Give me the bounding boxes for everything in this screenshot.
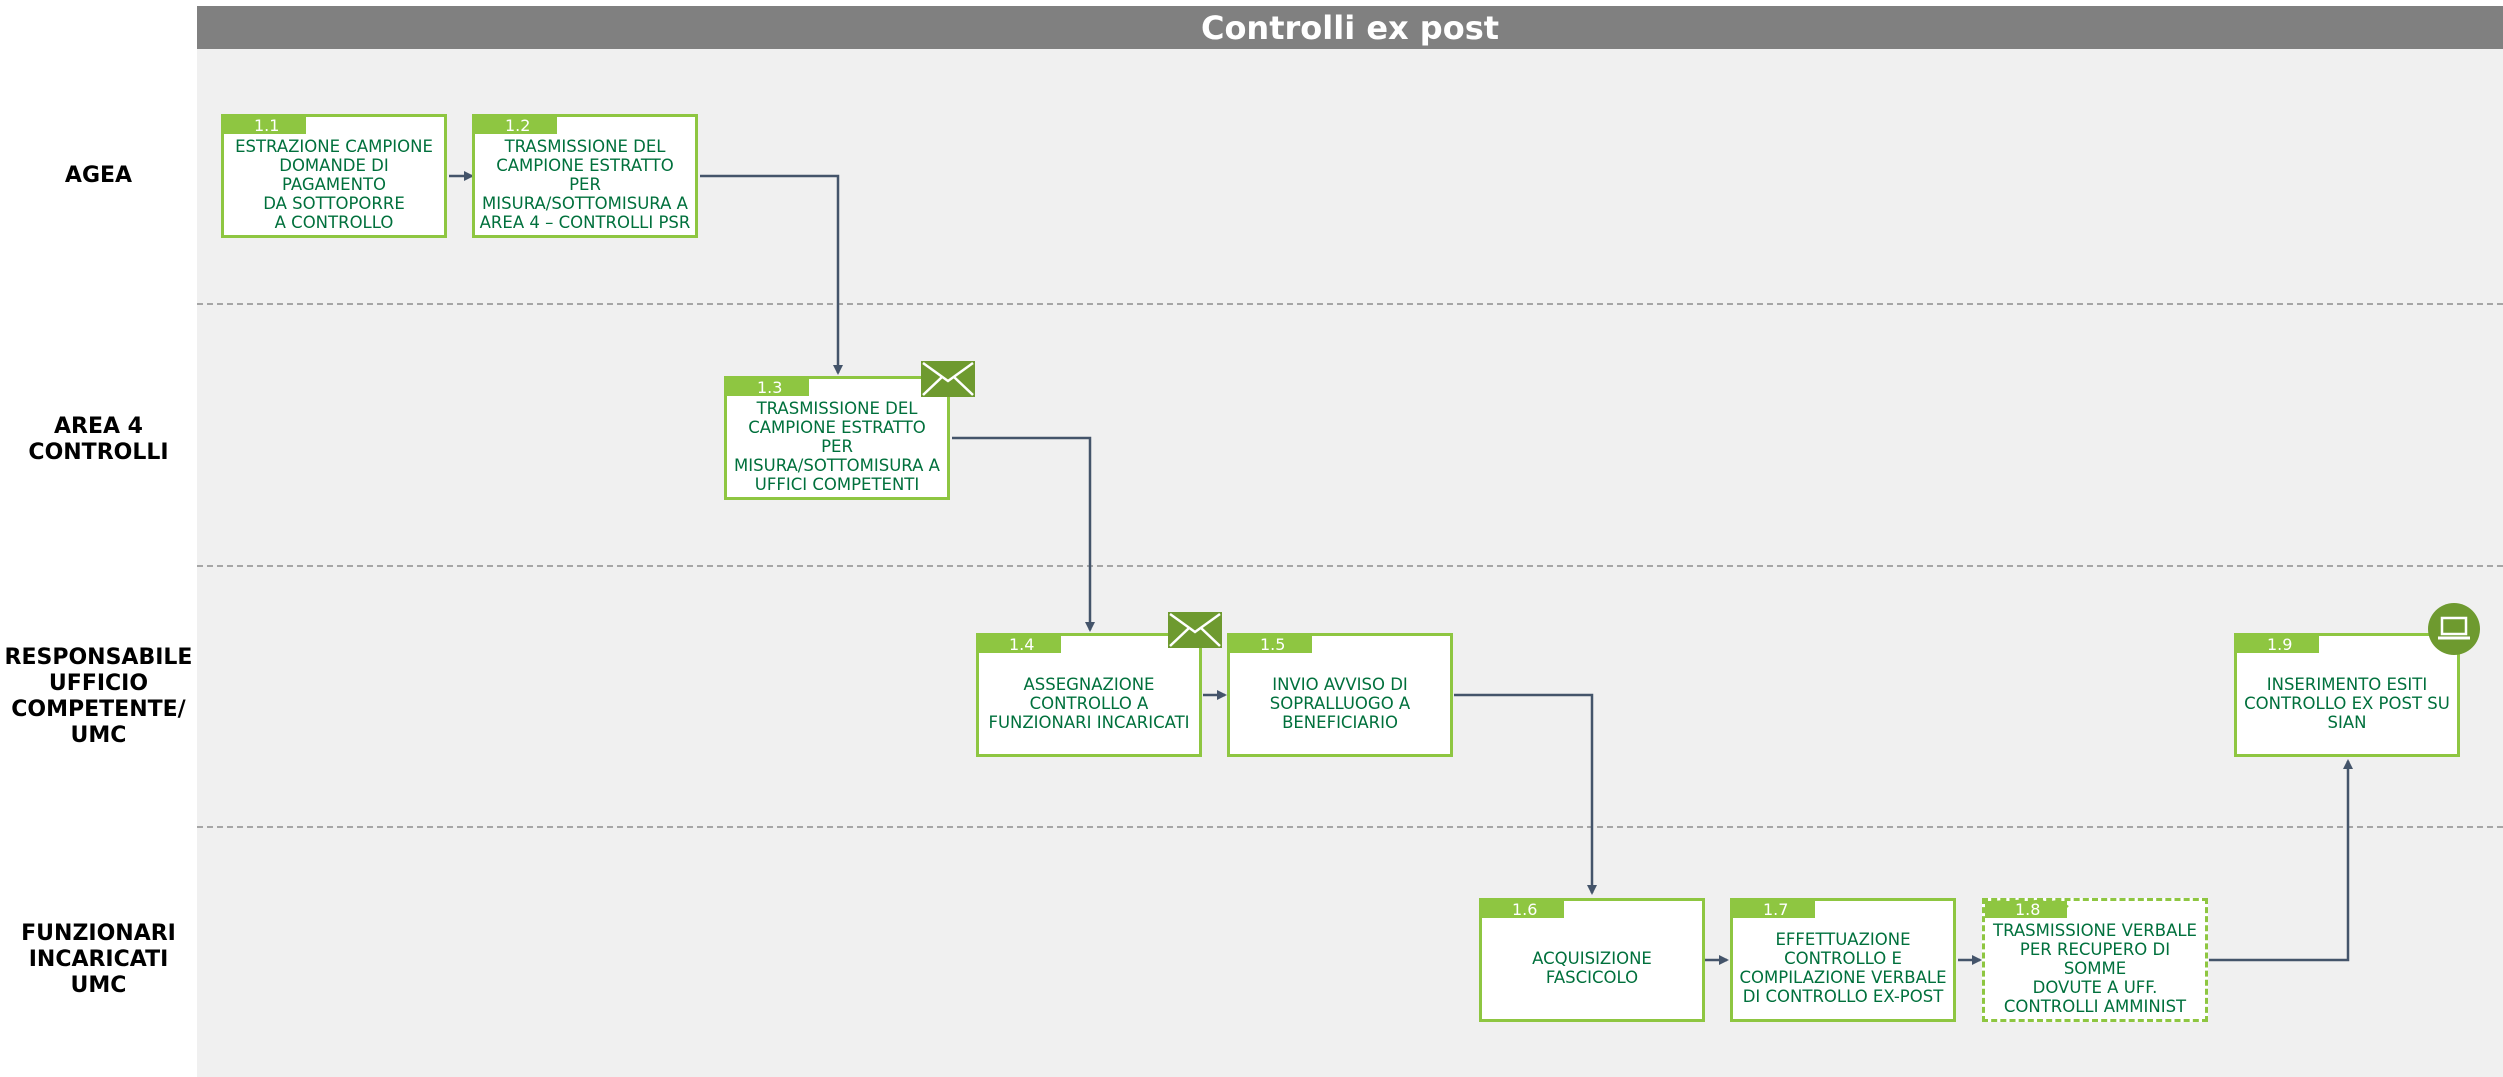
step-box-1-7[interactable]: 1.7 EFFETTUAZIONE CONTROLLO E COMPILAZIO…: [1730, 898, 1956, 1022]
lane-divider: [197, 303, 2503, 305]
lane-label-agea: AGEA: [64, 163, 133, 188]
step-box-1-9[interactable]: 1.9 INSERIMENTO ESITI CONTROLLO EX POST …: [2234, 633, 2460, 757]
step-box-1-3[interactable]: 1.3 TRASMISSIONE DEL CAMPIONE ESTRATTO P…: [724, 376, 950, 500]
step-box-1-4[interactable]: 1.4 ASSEGNAZIONE CONTROLLO A FUNZIONARI …: [976, 633, 1202, 757]
step-label: INVIO AVVISO DI SOPRALLUOGO A BENEFICIAR…: [1269, 674, 1411, 732]
page-title: Controlli ex post: [197, 6, 2503, 49]
step-label: ASSEGNAZIONE CONTROLLO A FUNZIONARI INCA…: [988, 674, 1190, 732]
step-number: 1.6: [1482, 901, 1564, 918]
step-number: 1.9: [2237, 636, 2319, 653]
step-number: 1.7: [1733, 901, 1815, 918]
step-label: ESTRAZIONE CAMPIONE DOMANDE DI PAGAMENTO…: [235, 136, 433, 232]
step-box-1-2[interactable]: 1.2 TRASMISSIONE DEL CAMPIONE ESTRATTO P…: [472, 114, 698, 238]
lane-label-responsabile: RESPONSABILE UFFICIO COMPETENTE/ UMC: [4, 645, 193, 748]
lane-divider: [197, 826, 2503, 828]
step-label: EFFETTUAZIONE CONTROLLO E COMPILAZIONE V…: [1739, 930, 1947, 1006]
step-number: 1.5: [1230, 636, 1312, 653]
step-box-1-1[interactable]: 1.1 ESTRAZIONE CAMPIONE DOMANDE DI PAGAM…: [221, 114, 447, 238]
step-label: INSERIMENTO ESITI CONTROLLO EX POST SU S…: [2244, 674, 2450, 732]
lane-label-funzionari: FUNZIONARI INCARICATI UMC: [21, 921, 176, 998]
step-number: 1.3: [727, 379, 809, 396]
step-box-1-5[interactable]: 1.5 INVIO AVVISO DI SOPRALLUOGO A BENEFI…: [1227, 633, 1453, 757]
step-box-1-8[interactable]: 1.8 TRASMISSIONE VERBALE PER RECUPERO DI…: [1982, 898, 2208, 1022]
document-icon: [1987, 899, 2069, 908]
step-box-1-6[interactable]: 1.6 ACQUISIZIONE FASCICOLO: [1479, 898, 1705, 1022]
step-number: 1.1: [224, 117, 306, 134]
step-label: TRASMISSIONE DEL CAMPIONE ESTRATTO PER M…: [734, 398, 940, 494]
step-number: 1.4: [979, 636, 1061, 653]
step-number: 1.2: [475, 117, 557, 134]
lane-divider: [197, 565, 2503, 567]
step-label: TRASMISSIONE VERBALE PER RECUPERO DI SOM…: [1993, 920, 2197, 1016]
step-number: 1.8: [1985, 901, 2067, 918]
step-label: TRASMISSIONE DEL CAMPIONE ESTRATTO PER M…: [479, 136, 691, 232]
lane-label-area4: AREA 4 CONTROLLI: [28, 414, 169, 465]
envelope-icon: [1168, 612, 1222, 648]
envelope-icon: [921, 361, 975, 397]
laptop-icon: [2428, 603, 2480, 655]
step-label: ACQUISIZIONE FASCICOLO: [1532, 949, 1652, 987]
